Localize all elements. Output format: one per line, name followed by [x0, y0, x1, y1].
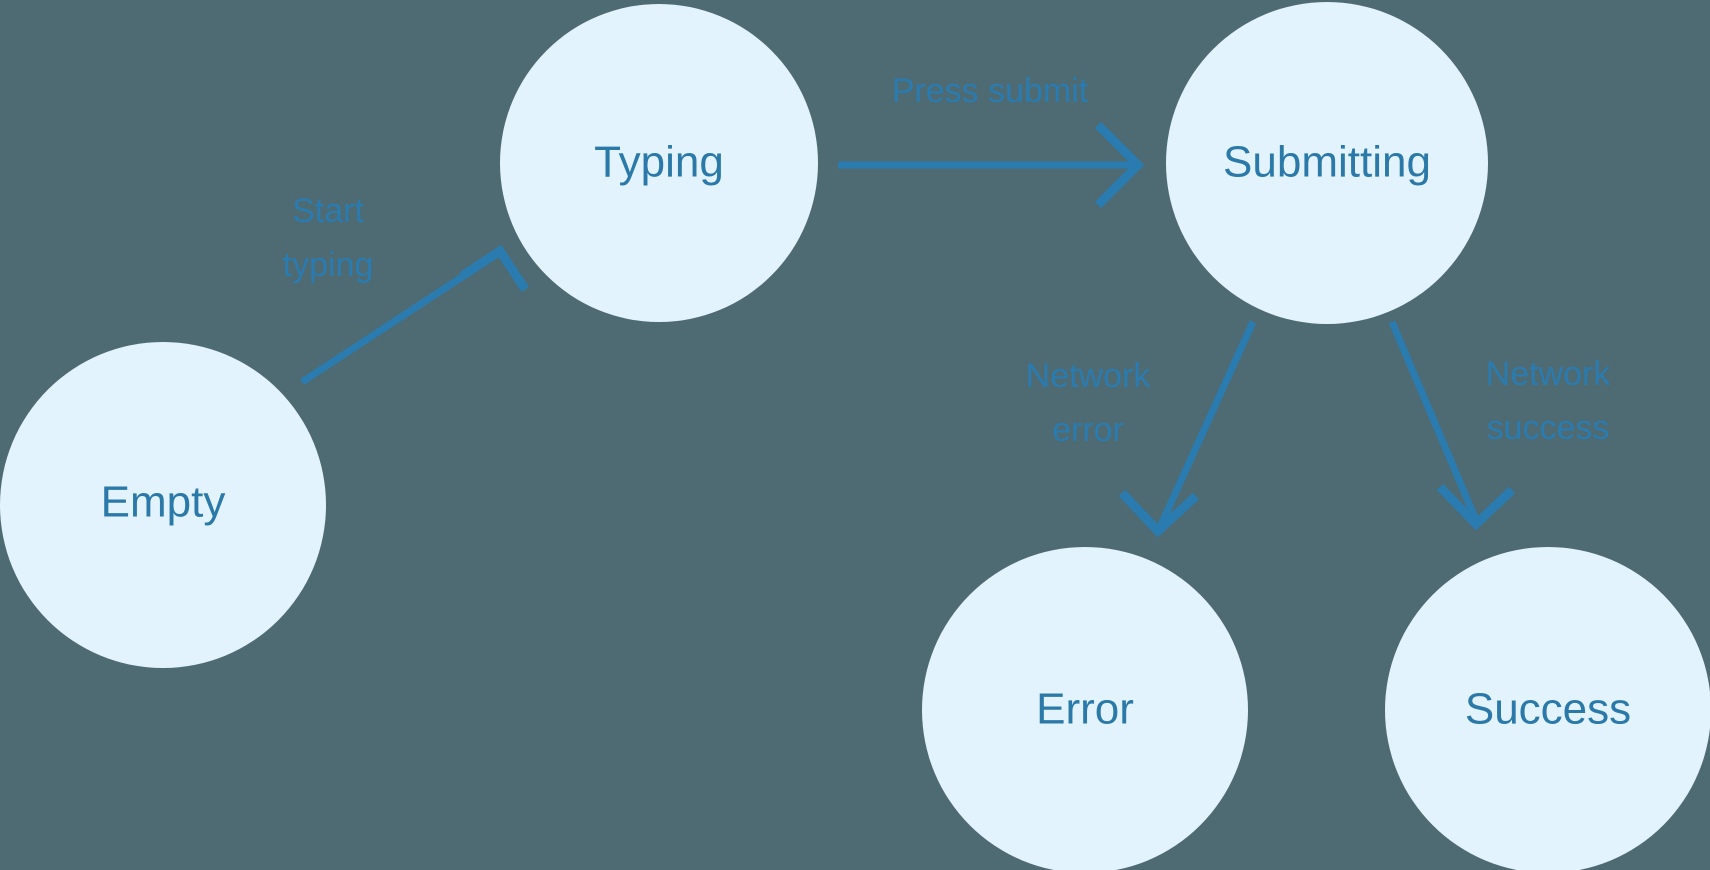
- edge-submitting-to-success-line: [1388, 320, 1480, 522]
- edge-label-start-typing-line1: Start: [292, 192, 364, 230]
- node-submitting-label: Submitting: [1223, 138, 1431, 187]
- node-submitting-circle[interactable]: [1166, 2, 1488, 324]
- edge-label-start-typing-line2: typing: [283, 246, 374, 284]
- node-typing-label: Typing: [594, 138, 724, 187]
- node-submitting[interactable]: Submitting: [1166, 2, 1488, 324]
- node-empty-label: Empty: [101, 478, 226, 527]
- edge-label-press-submit: Press submit: [892, 72, 1089, 110]
- edge-label-network-success-line1: Network: [1486, 355, 1612, 393]
- node-success-circle[interactable]: [1385, 547, 1710, 870]
- edge-submitting-to-error-line: [1156, 320, 1257, 529]
- node-empty[interactable]: Empty: [0, 342, 326, 668]
- edge-label-network-error: Network error: [1026, 357, 1152, 449]
- edge-submitting-to-error-arrowhead: [1118, 489, 1200, 538]
- node-success-label: Success: [1465, 685, 1631, 734]
- node-error-label: Error: [1036, 685, 1134, 734]
- edge-label-start-typing: Start typing: [283, 192, 374, 284]
- edge-label-network-error-line1: Network: [1026, 357, 1152, 395]
- node-typing[interactable]: Typing: [500, 4, 818, 322]
- edge-submitting-to-error[interactable]: [1118, 320, 1257, 538]
- edge-empty-to-typing-line: [300, 253, 496, 385]
- edge-label-network-success: Network success: [1486, 355, 1612, 447]
- edge-label-network-success-line2: success: [1487, 409, 1610, 447]
- node-success[interactable]: Success: [1385, 547, 1710, 870]
- edge-typing-to-submitting-arrowhead: [1094, 121, 1145, 209]
- node-empty-circle[interactable]: [0, 342, 326, 668]
- edge-submitting-to-success[interactable]: [1388, 320, 1516, 531]
- edge-label-press-submit-line1: Press submit: [892, 72, 1089, 110]
- edge-empty-to-typing[interactable]: [300, 244, 530, 385]
- edge-label-network-error-line2: error: [1052, 411, 1124, 449]
- node-typing-circle[interactable]: [500, 4, 818, 322]
- edge-submitting-to-success-arrowhead: [1436, 483, 1516, 531]
- node-error[interactable]: Error: [922, 547, 1248, 870]
- node-error-circle[interactable]: [922, 547, 1248, 870]
- edge-typing-to-submitting[interactable]: [838, 121, 1145, 209]
- edge-empty-to-typing-arrowhead: [459, 244, 530, 292]
